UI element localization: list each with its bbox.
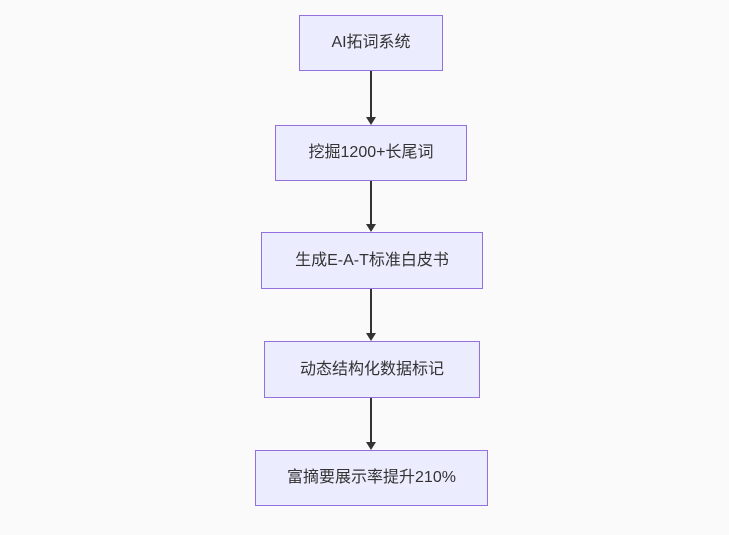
arrowhead-down-icon [366,224,376,232]
node-label: AI拓词系统 [331,34,411,51]
edge-line-4-5 [370,398,372,442]
node-label: 动态结构化数据标记 [299,360,444,378]
arrowhead-down-icon [366,333,376,341]
flowchart-node-step-3: 生成E-A-T标准白皮书 [261,232,483,289]
flowchart-node-step-2: 挖掘1200+长尾词 [275,125,467,181]
edge-line-3-4 [370,289,372,333]
edge-line-1-2 [370,71,372,117]
node-label: 富摘要展示率提升210% [287,469,456,486]
node-label: 生成E-A-T标准白皮书 [295,251,449,269]
flowchart-node-step-4: 动态结构化数据标记 [264,341,480,398]
node-label: 挖掘1200+长尾词 [308,144,434,161]
edge-line-2-3 [370,181,372,224]
arrowhead-down-icon [366,117,376,125]
flowchart-node-step-1: AI拓词系统 [299,15,443,71]
flowchart-node-step-5: 富摘要展示率提升210% [255,450,488,506]
arrowhead-down-icon [366,442,376,450]
